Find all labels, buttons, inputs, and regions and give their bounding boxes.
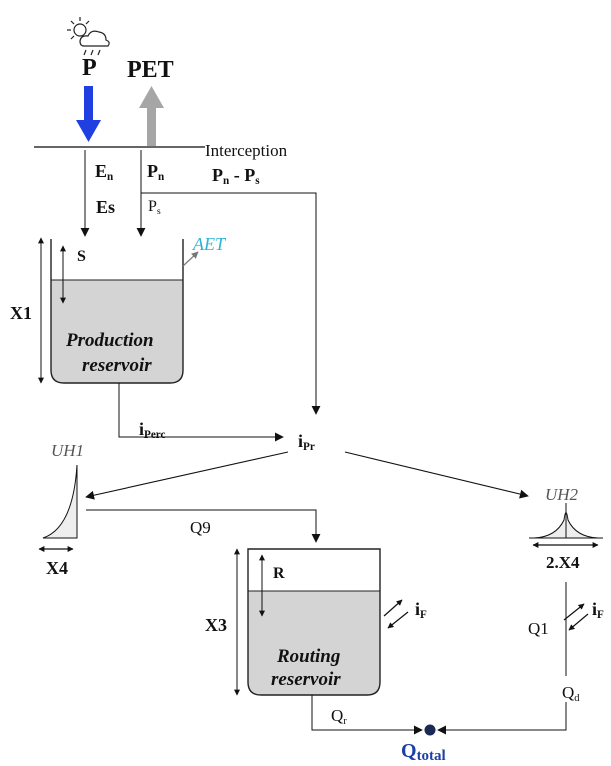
pet-label: PET: [127, 57, 174, 83]
es-label: Es: [96, 197, 116, 217]
production-reservoir: [50, 239, 184, 384]
x1-label: X1: [10, 303, 32, 323]
routing-line2: reservoir: [271, 669, 341, 690]
aet-label: AET: [193, 234, 226, 254]
iperc-label: iPerc: [139, 419, 166, 442]
exchange-arrows-routing: [383, 599, 409, 629]
interception-label: Interception: [205, 141, 288, 160]
pn-minus-ps-arrow: [141, 192, 321, 415]
to-uh1-arrow: [85, 451, 289, 500]
if-right-label: iF: [592, 599, 604, 622]
uh2-shape: [529, 503, 603, 539]
sun-cloud-rain-icon: [67, 17, 110, 56]
routing-line1: Routing: [277, 646, 341, 667]
qtotal-label: Qtotal: [401, 740, 446, 764]
to-uh2-arrow: [344, 451, 529, 499]
precip-label: P: [82, 55, 97, 81]
q9-arrow: [86, 509, 321, 543]
uh1-shape: [42, 464, 78, 539]
qtotal-node: [424, 724, 436, 736]
uh2-label: UH2: [545, 485, 579, 504]
en-label: En: [95, 161, 114, 184]
x3-label: X3: [205, 615, 227, 635]
if-left-label: iF: [415, 599, 427, 622]
exchange-arrows-direct: [563, 603, 589, 631]
ps-label: Ps: [148, 198, 161, 217]
iperc-arrow: [118, 383, 284, 442]
qr-arrow: [311, 695, 423, 735]
precipitation-arrow: [76, 86, 101, 142]
ipr-label: iPr: [298, 431, 315, 454]
production-line2: reservoir: [82, 355, 152, 376]
pet-arrow: [139, 86, 164, 146]
qr-label: Qr: [331, 706, 347, 727]
uh1-label: UH1: [51, 441, 85, 460]
qd-arrow: [437, 702, 567, 735]
r-label: R: [273, 565, 285, 582]
x4-label: X4: [46, 558, 68, 578]
s-label: S: [77, 248, 86, 265]
qd-label: Qd: [562, 683, 580, 704]
q9-label: Q9: [190, 518, 211, 537]
2x4-label: 2.X4: [546, 553, 580, 572]
aet-arrow: [182, 251, 199, 267]
pn-minus-ps-label: Pn - Ps: [212, 165, 260, 188]
production-line1: Production: [66, 330, 154, 351]
routing-reservoir: [247, 548, 381, 696]
pn-label: Pn: [147, 161, 165, 184]
q1-label: Q1: [528, 619, 549, 638]
